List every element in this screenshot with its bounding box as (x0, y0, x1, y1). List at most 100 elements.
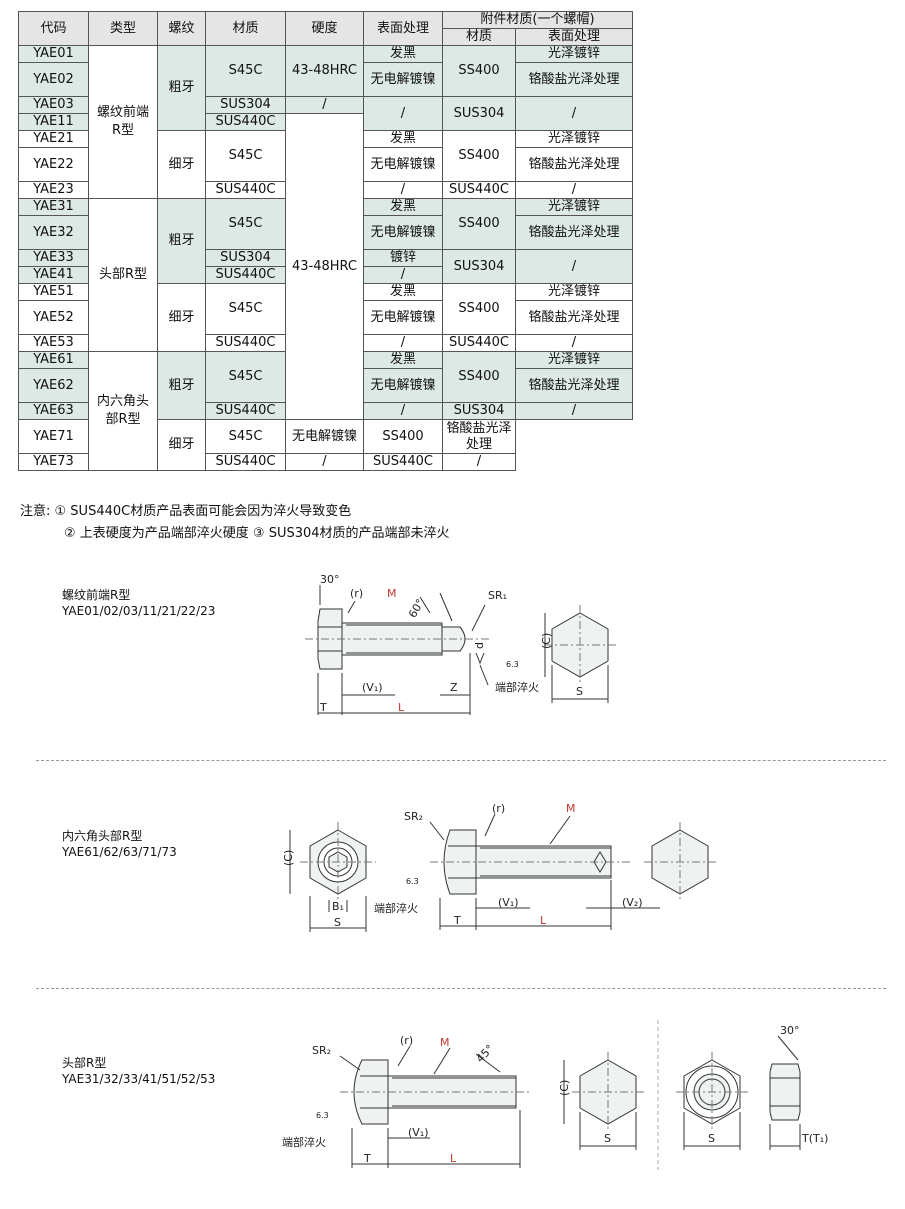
code-cell: YAE53 (18, 334, 89, 352)
surface-cell: / (363, 96, 443, 131)
code-cell: YAE41 (18, 266, 89, 284)
acc-material-cell: SS400 (442, 283, 516, 335)
type-cell: 内六角头 部R型 (88, 351, 158, 471)
v1-label: (V₁) (498, 896, 519, 909)
material-cell: SUS440C (205, 402, 286, 420)
diagram3-title: 头部R型 (62, 1056, 107, 1070)
code-cell: YAE62 (18, 368, 89, 403)
col-acc-surface: 表面处理 (515, 28, 633, 46)
material-cell: SUS440C (205, 181, 286, 199)
material-cell: S45C (205, 130, 286, 182)
acc-surface-cell: 铬酸盐光泽处理 (515, 147, 633, 182)
col-thread: 螺纹 (157, 11, 206, 46)
code-cell: YAE02 (18, 62, 89, 97)
acc-surface-cell: 铬酸盐光泽处理 (442, 419, 516, 454)
type-cell: 头部R型 (88, 198, 158, 352)
harden-label: 端部淬火 (374, 901, 418, 915)
acc-material-cell: SUS304 (442, 96, 516, 131)
acc-material-cell: SUS304 (442, 249, 516, 284)
ra-label: 6.3 (406, 877, 419, 886)
acc-surface-cell: / (515, 249, 633, 284)
acc-material-cell: SS400 (442, 198, 516, 250)
angle-30-label: 30° (320, 573, 340, 586)
angle-60-label: 60° (406, 597, 427, 620)
surface-cell: 无电解镀镍 (363, 300, 443, 335)
s-label: S (576, 685, 583, 698)
acc-surface-cell: 铬酸盐光泽处理 (515, 368, 633, 403)
divider (36, 760, 886, 761)
r-label: (r) (492, 802, 505, 815)
code-cell: YAE22 (18, 147, 89, 182)
hardness-cell: / (285, 96, 364, 114)
sr2-label: SR₂ (404, 810, 423, 823)
surface-cell: / (363, 181, 443, 199)
acc-surface-cell: 铬酸盐光泽处理 (515, 215, 633, 250)
m-label: M (387, 587, 397, 600)
acc-surface-cell: / (515, 96, 633, 131)
surface-cell: 无电解镀镍 (363, 215, 443, 250)
acc-surface-cell: 光泽镀锌 (515, 351, 633, 369)
c-label: (C) (282, 850, 295, 866)
diagram3-drawing: SR₂ (r) M 45° 6.3 端部淬火 (V₁) T L (C) S S … (282, 1020, 828, 1170)
acc-material-cell: SUS440C (363, 453, 443, 471)
diagram1-title: 螺纹前端R型 (62, 588, 131, 602)
acc-surface-cell: / (515, 334, 633, 352)
b1-label: B₁ (332, 900, 344, 913)
acc-surface-cell: 光泽镀锌 (515, 45, 633, 63)
material-cell: SUS440C (205, 453, 286, 471)
z-label: Z (450, 681, 458, 694)
acc-surface-cell: / (515, 402, 633, 420)
acc-material-cell: SUS440C (442, 334, 516, 352)
surface-cell: 镀锌 (363, 249, 443, 267)
diagram1-label: 螺纹前端R型 YAE01/02/03/11/21/22/23 (62, 587, 215, 619)
acc-surface-cell: / (515, 181, 633, 199)
code-cell: YAE01 (18, 45, 89, 63)
l-label: L (450, 1152, 457, 1165)
code-cell: YAE73 (18, 453, 89, 471)
hardness-cell: 43-48HRC (285, 113, 364, 420)
c-label: (C) (558, 1080, 571, 1096)
acc-material-cell: SS400 (442, 351, 516, 403)
acc-material-cell: SS400 (363, 419, 443, 454)
material-cell: S45C (205, 45, 286, 97)
r-label: (r) (400, 1034, 413, 1047)
material-cell: S45C (205, 283, 286, 335)
surface-cell: / (363, 334, 443, 352)
harden-label: 端部淬火 (282, 1135, 326, 1149)
diagram2-label: 内六角头部R型 YAE61/62/63/71/73 (62, 828, 177, 860)
t-label: T (363, 1152, 371, 1165)
material-cell: SUS440C (205, 334, 286, 352)
surface-cell: 无电解镀镍 (363, 147, 443, 182)
thread-cell: 细牙 (157, 419, 206, 471)
acc-surface-cell: 铬酸盐光泽处理 (515, 300, 633, 335)
diagram1-drawing: 30° (r) M 60° SR₁ d 6.3 端部淬火 (V₁) Z T L … (305, 573, 616, 715)
diagram2-drawing: (C) B₁ S SR₂ (r) M 6.3 端部淬火 (V₁) (V₂) T … (282, 802, 716, 932)
surface-cell: 发黑 (363, 351, 443, 369)
ra-label: 6.3 (316, 1111, 329, 1120)
col-code: 代码 (18, 11, 89, 46)
material-cell: S45C (205, 198, 286, 250)
type-cell: 螺纹前端 R型 (88, 45, 158, 199)
col-type: 类型 (88, 11, 158, 46)
v1-label: (V₁) (408, 1126, 429, 1139)
surface-cell: / (363, 266, 443, 284)
acc-surface-cell: 光泽镀锌 (515, 283, 633, 301)
acc-surface-cell: 光泽镀锌 (515, 130, 633, 148)
diagram1-codes: YAE01/02/03/11/21/22/23 (62, 604, 216, 618)
code-cell: YAE71 (18, 419, 89, 454)
t-label: T (453, 914, 461, 927)
code-cell: YAE11 (18, 113, 89, 131)
col-hardness: 硬度 (285, 11, 364, 46)
angle-30-label: 30° (780, 1024, 800, 1037)
col-acc-material: 材质 (442, 28, 516, 46)
v1-label: (V₁) (362, 681, 383, 694)
surface-cell: 发黑 (363, 45, 443, 63)
r-label: (r) (350, 587, 363, 600)
nut-s-label: S (708, 1132, 715, 1145)
t-label: T (319, 701, 327, 714)
notes: 注意: ① SUS440C材质产品表面可能会因为淬火导致变色 ② 上表硬度为产品… (20, 501, 450, 545)
s-label: S (604, 1132, 611, 1145)
divider (36, 988, 886, 989)
acc-surface-cell: 光泽镀锌 (515, 198, 633, 216)
code-cell: YAE33 (18, 249, 89, 267)
